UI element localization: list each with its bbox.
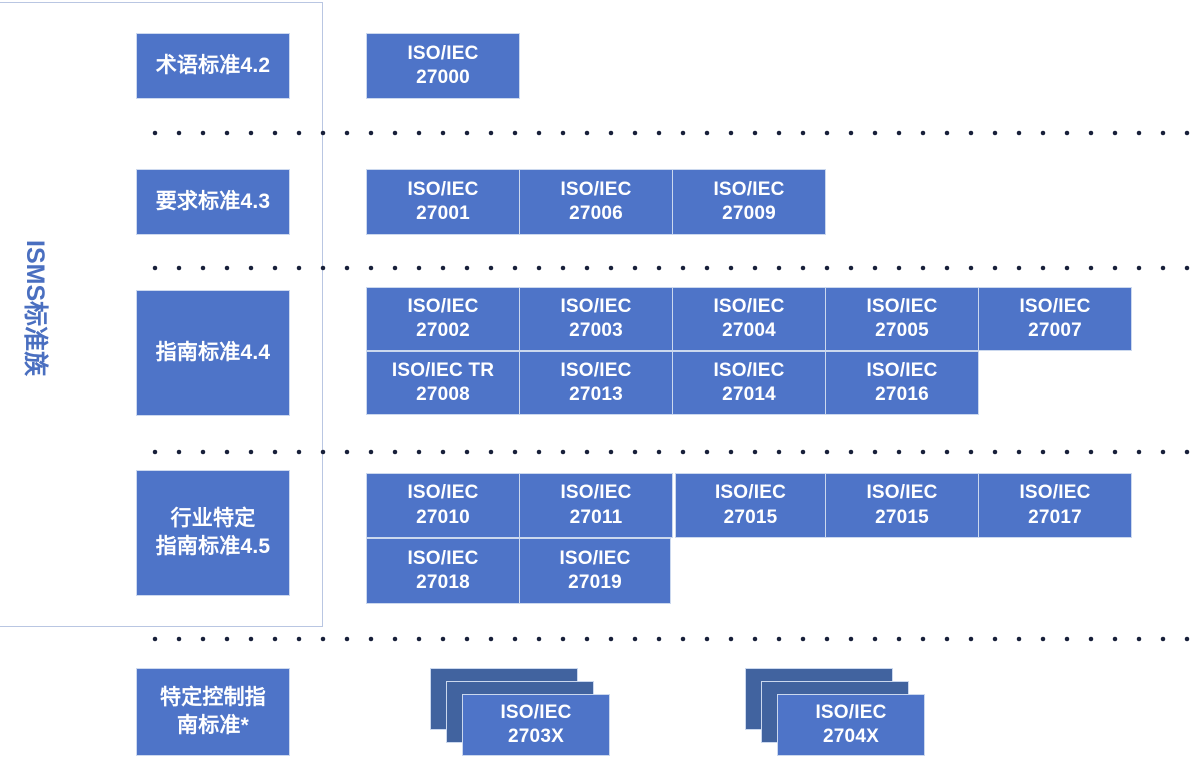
standard-line1: ISO/IEC (866, 295, 938, 317)
standard-box-27010[interactable]: ISO/IEC 27010 (366, 473, 520, 538)
category-label-4-5-line1: 行业特定 (170, 506, 256, 530)
standard-box-27013[interactable]: ISO/IEC 27013 (519, 351, 673, 415)
category-label-4-4: 指南标准4.4 (155, 340, 271, 364)
standard-line2: 27002 (416, 320, 470, 341)
standard-line1: ISO/IEC (500, 701, 572, 723)
standard-line2: 27009 (722, 203, 776, 224)
standard-box-27004[interactable]: ISO/IEC 27004 (672, 287, 826, 351)
standard-box-27001[interactable]: ISO/IEC 27001 (366, 169, 520, 235)
standard-box-27017[interactable]: ISO/IEC 27017 (978, 473, 1132, 538)
row-separator-1 (152, 130, 1204, 136)
standard-box-27005[interactable]: ISO/IEC 27005 (825, 287, 979, 351)
category-label-control-specific: 特定控制指 南标准* (160, 684, 266, 741)
standard-box-27003[interactable]: ISO/IEC 27003 (519, 287, 673, 351)
category-box-4-3[interactable]: 要求标准4.3 (136, 169, 290, 235)
standard-line2: 27011 (569, 506, 623, 528)
category-label-control-line1: 特定控制指 (160, 685, 266, 709)
category-label-4-2: 术语标准4.2 (155, 53, 271, 77)
standard-box-27014[interactable]: ISO/IEC 27014 (672, 351, 826, 415)
standard-line1: ISO/IEC (713, 359, 785, 381)
standard-line1: ISO/IEC (713, 178, 785, 200)
standard-line2: 27001 (416, 203, 470, 224)
standard-box-27000[interactable]: ISO/IEC 27000 (366, 33, 520, 99)
isms-family-label: ISMS标准族 (21, 240, 49, 377)
standard-stack-2704X[interactable]: ISO/IEC 2704X (745, 668, 925, 760)
standard-line1: ISO/IEC (560, 295, 632, 317)
standard-line1: ISO/IEC (407, 547, 479, 569)
standard-box-27008[interactable]: ISO/IEC TR 27008 (366, 351, 520, 415)
standard-stack-2703X[interactable]: ISO/IEC 2703X (430, 668, 610, 760)
category-box-control-specific[interactable]: 特定控制指 南标准* (136, 668, 290, 756)
category-box-4-2[interactable]: 术语标准4.2 (136, 33, 290, 99)
standard-line1: ISO/IEC (866, 482, 938, 504)
standard-box-27007[interactable]: ISO/IEC 27007 (978, 287, 1132, 351)
standard-line1: ISO/IEC (560, 482, 632, 504)
standard-line2: 27008 (416, 384, 470, 405)
standard-line2: 27010 (416, 506, 470, 528)
standard-line2: 27007 (1028, 320, 1082, 341)
standard-line1: ISO/IEC TR (391, 359, 495, 381)
standard-line1: ISO/IEC (866, 359, 938, 381)
standard-box-27002[interactable]: ISO/IEC 27002 (366, 287, 520, 351)
category-label-4-5: 行业特定 指南标准4.5 (156, 505, 271, 562)
standard-line2: 27005 (875, 320, 929, 341)
standard-line1: ISO/IEC (560, 178, 632, 200)
standard-line2: 27018 (416, 572, 470, 593)
standard-line1: ISO/IEC (559, 547, 631, 569)
category-box-4-5[interactable]: 行业特定 指南标准4.5 (136, 470, 290, 596)
standard-line1: ISO/IEC (815, 701, 887, 723)
standard-line2: 27017 (1028, 506, 1082, 528)
row-separator-2 (152, 265, 1204, 271)
standard-box-27019[interactable]: ISO/IEC 27019 (519, 538, 671, 604)
standard-box-27011[interactable]: ISO/IEC 27011 (519, 473, 673, 538)
standard-line1: ISO/IEC (713, 295, 785, 317)
standard-line2: 27016 (875, 384, 929, 405)
standard-line1: ISO/IEC (714, 482, 787, 504)
standard-line2: 27004 (722, 320, 776, 341)
row-separator-4 (152, 636, 1204, 642)
standard-line1: ISO/IEC (407, 42, 479, 64)
standard-box-27018[interactable]: ISO/IEC 27018 (366, 538, 520, 604)
standard-line2: 27015 (723, 506, 778, 528)
standard-line1: ISO/IEC (407, 295, 479, 317)
standard-line2: 27003 (569, 320, 623, 341)
category-label-control-line2: 南标准* (177, 714, 249, 737)
standard-line1: ISO/IEC (1019, 295, 1091, 317)
standard-box-27015-b[interactable]: ISO/IEC 27015 (825, 473, 979, 538)
standard-line2: 27019 (568, 572, 622, 593)
standard-line2: 27013 (569, 384, 623, 405)
standard-line2: 27014 (722, 384, 776, 405)
standard-box-27009[interactable]: ISO/IEC 27009 (672, 169, 826, 235)
standard-box-27015-a[interactable]: ISO/IEC 27015 (675, 473, 826, 538)
category-label-4-3: 要求标准4.3 (155, 189, 271, 213)
standard-line2: 27006 (569, 203, 623, 224)
category-box-4-4[interactable]: 指南标准4.4 (136, 290, 290, 416)
standard-line2: 27015 (875, 506, 929, 528)
standard-line1: ISO/IEC (407, 178, 479, 200)
standard-box-27006[interactable]: ISO/IEC 27006 (519, 169, 673, 235)
standard-line2: 27000 (416, 67, 470, 88)
standard-line1: ISO/IEC (560, 359, 632, 381)
standard-line2: 2703X (508, 726, 564, 747)
isms-family-bracket (0, 2, 323, 627)
stack-card-front[interactable]: ISO/IEC 2704X (777, 694, 925, 756)
stack-card-front[interactable]: ISO/IEC 2703X (462, 694, 610, 756)
row-separator-3 (152, 449, 1204, 455)
standard-line2: 2704X (823, 726, 879, 747)
category-label-4-5-line2: 指南标准4.5 (155, 535, 271, 558)
standard-line1: ISO/IEC (1019, 482, 1091, 504)
standard-box-27016[interactable]: ISO/IEC 27016 (825, 351, 979, 415)
standard-line1: ISO/IEC (407, 482, 479, 504)
